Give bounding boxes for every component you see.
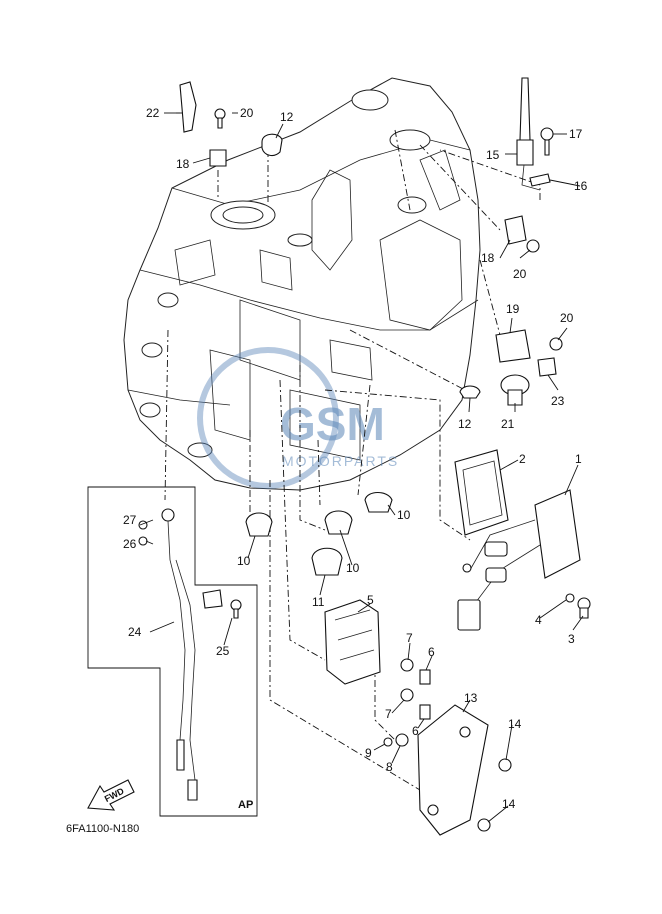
assembly-lines <box>164 129 541 791</box>
part-26-washer <box>138 536 148 546</box>
part-8-bolt <box>395 733 409 747</box>
callout-20: 20 <box>513 267 527 281</box>
callout-7: 7 <box>385 707 392 721</box>
callout-10: 10 <box>346 561 360 575</box>
callout-16: 16 <box>574 179 588 193</box>
part-13-cover <box>417 704 489 836</box>
callout-18: 18 <box>176 157 190 171</box>
watermark: GSM MOTORPARTS <box>197 347 399 489</box>
callout-7: 7 <box>406 631 413 645</box>
part-4-washer <box>565 593 575 603</box>
part-6-collar-a <box>419 669 431 685</box>
callout-5: 5 <box>367 593 374 607</box>
part-5-rectifier <box>324 599 381 685</box>
callout-6: 6 <box>412 724 419 738</box>
callout-1: 1 <box>575 452 582 466</box>
callout-12: 12 <box>458 417 472 431</box>
callout-10: 10 <box>397 508 411 522</box>
part-17-bolt <box>540 127 554 156</box>
callout-25: 25 <box>216 644 230 658</box>
engine-block <box>123 77 481 491</box>
part-12-clamp-right <box>459 385 481 399</box>
callout-19: 19 <box>506 302 520 316</box>
part-19-bracket <box>495 329 531 363</box>
part-24-battery-cable <box>161 508 223 801</box>
part-21-sensor <box>500 374 530 406</box>
part-25-bolt <box>230 599 242 619</box>
part-9-washer <box>383 737 393 747</box>
callout-22: 22 <box>146 106 160 120</box>
ap-label: AP <box>238 799 253 811</box>
part-20-screw-top <box>214 108 226 129</box>
callout-labels: 22 20 12 18 17 15 16 18 20 19 20 23 12 2… <box>123 106 588 811</box>
callout-27: 27 <box>123 513 137 527</box>
part-6-collar-b <box>419 704 431 720</box>
svg-text:GSM: GSM <box>280 398 385 450</box>
callout-24: 24 <box>128 625 142 639</box>
callout-10: 10 <box>237 554 251 568</box>
callout-23: 23 <box>551 394 565 408</box>
callout-18: 18 <box>481 251 495 265</box>
part-10-clamp-b <box>324 510 353 535</box>
callout-17: 17 <box>569 127 583 141</box>
part-10-clamp-a <box>245 512 273 537</box>
callout-14: 14 <box>502 797 516 811</box>
fwd-arrow-icon: FWD <box>87 779 135 811</box>
svg-text:MOTORPARTS: MOTORPARTS <box>282 453 399 469</box>
callout-11: 11 <box>312 595 325 609</box>
callout-20: 20 <box>560 311 574 325</box>
callout-3: 3 <box>568 632 575 646</box>
drawing-code: 6FA1100-N180 <box>66 823 139 835</box>
part-2-gasket <box>454 449 509 536</box>
callout-15: 15 <box>486 148 500 162</box>
part-14-screw-a <box>498 758 512 772</box>
part-18-bracket-right <box>504 215 527 245</box>
part-20-screw-right-a <box>526 239 540 253</box>
part-14-screw-b <box>477 818 491 832</box>
part-22-cable-clip <box>176 81 197 133</box>
callout-13: 13 <box>464 691 478 705</box>
callout-4: 4 <box>535 613 542 627</box>
part-11-clamp <box>311 547 343 576</box>
callout-21: 21 <box>501 417 515 431</box>
part-20-screw-right-b <box>549 337 563 351</box>
part-15-sensor <box>516 77 541 191</box>
part-18-bracket-top <box>209 149 227 167</box>
callout-20: 20 <box>240 106 254 120</box>
callout-14: 14 <box>508 717 522 731</box>
part-16-clip <box>529 173 551 187</box>
part-10-clamp-c <box>364 491 393 513</box>
leader-lines <box>139 112 584 823</box>
callout-2: 2 <box>519 452 526 466</box>
callout-12: 12 <box>280 110 294 124</box>
part-7-bolt-b <box>400 688 414 702</box>
part-1-cdi-unit <box>457 489 581 631</box>
part-3-bolt <box>577 597 591 619</box>
callout-26: 26 <box>123 537 137 551</box>
part-12-clamp-top <box>261 133 283 157</box>
callout-8: 8 <box>386 760 393 774</box>
callout-9: 9 <box>365 746 372 760</box>
callout-6: 6 <box>428 645 435 659</box>
part-23-connector <box>537 357 557 377</box>
part-7-bolt-a <box>400 658 414 672</box>
ap-inset: AP <box>87 486 258 817</box>
